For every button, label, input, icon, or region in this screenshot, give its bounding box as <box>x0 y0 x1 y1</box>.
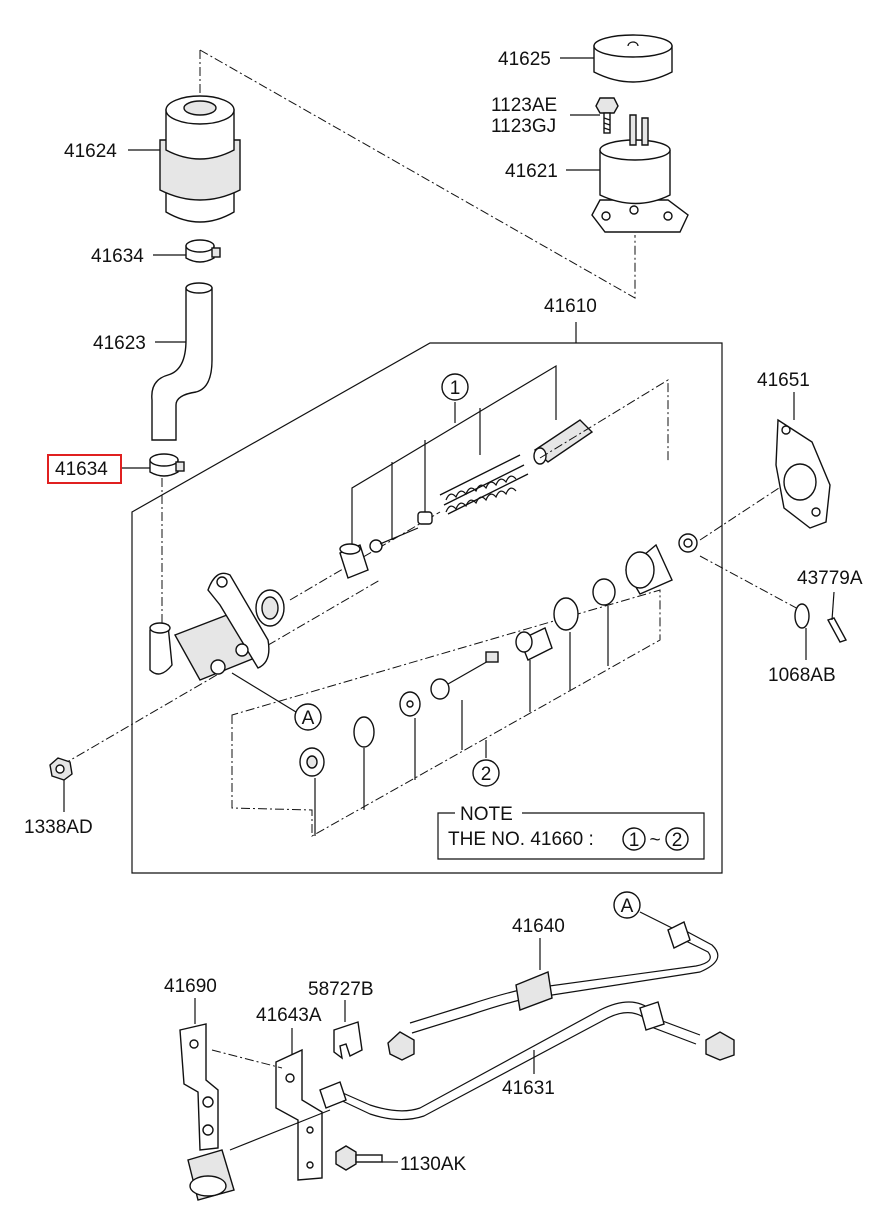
bracket-41643a <box>275 1048 323 1181</box>
label-41634-selected[interactable]: 41634 <box>55 459 108 480</box>
label-1123ae[interactable]: 1123AE <box>491 95 557 116</box>
assembly-41610-outline <box>131 342 723 874</box>
hose-41631 <box>319 1001 735 1121</box>
label-1338ad[interactable]: 1338AD <box>24 817 93 838</box>
label-41621[interactable]: 41621 <box>505 161 558 182</box>
label-41623[interactable]: 41623 <box>93 333 146 354</box>
callout-2: 2 <box>481 764 492 785</box>
kit-2-parts <box>231 533 698 837</box>
label-41651[interactable]: 41651 <box>757 370 810 391</box>
cotter-pin-43779a <box>826 617 848 643</box>
reservoir-41624 <box>159 95 241 223</box>
note-title: NOTE <box>460 804 513 825</box>
label-1123gj[interactable]: 1123GJ <box>491 116 556 137</box>
bracket-41690 <box>179 1023 235 1201</box>
note-range-to: 2 <box>672 830 683 851</box>
reservoir-cap-41625 <box>593 34 673 83</box>
label-58727b[interactable]: 58727B <box>308 979 374 1000</box>
hose-41623 <box>151 287 213 441</box>
label-43779a[interactable]: 43779A <box>797 568 863 589</box>
label-41625[interactable]: 41625 <box>498 49 551 70</box>
bolt-1123ae <box>595 97 619 134</box>
label-41624[interactable]: 41624 <box>64 141 117 162</box>
selected-part-highlight <box>47 454 122 484</box>
pipe-41640 <box>387 921 719 1061</box>
master-cylinder-body <box>149 572 285 681</box>
label-1068ab[interactable]: 1068AB <box>768 665 836 686</box>
note-tilde: ~ <box>649 830 660 851</box>
label-41631[interactable]: 41631 <box>502 1078 555 1099</box>
gasket-41651 <box>775 418 831 529</box>
label-41690[interactable]: 41690 <box>164 976 217 997</box>
note-range-from: 1 <box>629 830 640 851</box>
label-41634-top[interactable]: 41634 <box>91 246 144 267</box>
callout-a-bottom: A <box>621 896 634 917</box>
bolt-1130ak <box>335 1145 383 1171</box>
washer-1068ab <box>794 603 810 629</box>
label-41640[interactable]: 41640 <box>512 916 565 937</box>
callout-1: 1 <box>450 378 461 399</box>
clip-58727b <box>333 1021 363 1060</box>
label-1130ak[interactable]: 1130AK <box>400 1154 467 1175</box>
hose-clamp-41634[interactable] <box>149 453 185 477</box>
label-41643a[interactable]: 41643A <box>256 1005 322 1026</box>
nut-1338ad <box>49 757 73 781</box>
note-text: THE NO. 41660 : <box>448 829 594 850</box>
label-41610[interactable]: 41610 <box>544 296 597 317</box>
hose-clamp-41634-top <box>185 239 221 263</box>
kit-1-parts <box>339 364 594 579</box>
reservoir-bracket-41621 <box>591 114 689 233</box>
callout-a-top: A <box>302 708 315 729</box>
